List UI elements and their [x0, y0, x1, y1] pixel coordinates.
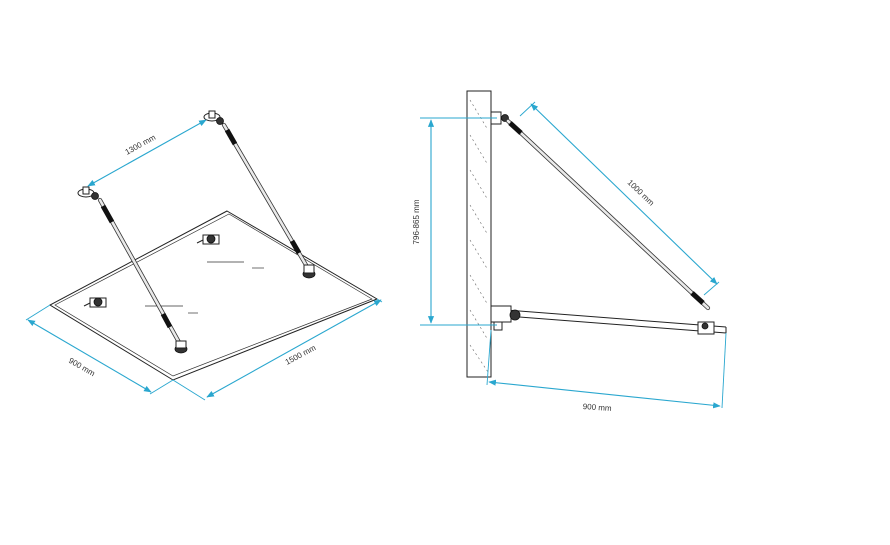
projection-label: 900 mm	[582, 402, 612, 413]
lower-wall-clamp	[490, 305, 521, 331]
rod-spacing-label: 1300 mm	[124, 133, 158, 157]
depth-label: 900 mm	[67, 356, 97, 378]
right-rod-glass-clamp	[302, 264, 316, 279]
right-glass-wall-clamp	[196, 234, 220, 245]
dimension-rod-spacing: 1300 mm	[87, 119, 207, 187]
wall-section	[466, 90, 492, 378]
dimension-height: 796-865 mm	[412, 117, 497, 326]
left-glass-wall-clamp	[83, 297, 107, 308]
left-rod-glass-clamp	[174, 340, 188, 354]
dimension-projection: 900 mm	[486, 329, 727, 413]
glass-panel-side	[492, 308, 727, 334]
dimension-depth: 900 mm	[25, 304, 174, 395]
rod-length-label: 1000 mm	[626, 178, 656, 208]
isometric-view: 1300 mm 900 mm 1500 mm	[25, 110, 383, 401]
right-support-rod	[221, 122, 309, 268]
width-label: 1500 mm	[284, 343, 318, 367]
outer-glass-clamp	[697, 321, 715, 335]
dimension-rod-length: 1000 mm	[519, 101, 720, 296]
dimension-width: 1500 mm	[172, 298, 383, 401]
diagonal-support-rod	[505, 118, 711, 311]
height-label: 796-865 mm	[412, 199, 421, 244]
side-view: 796-865 mm 1000 mm 900 mm	[412, 90, 727, 413]
left-support-rod	[97, 197, 183, 347]
right-wall-bracket	[203, 110, 224, 125]
left-wall-bracket	[77, 186, 99, 200]
